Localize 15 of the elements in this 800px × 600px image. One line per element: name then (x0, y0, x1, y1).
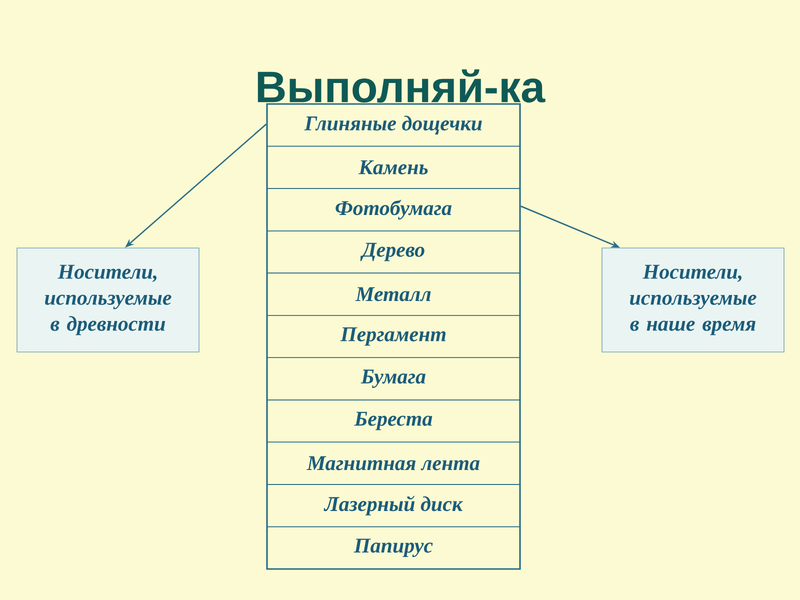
table-row: Береста (266, 399, 520, 443)
table-row: Бумага (266, 357, 520, 400)
table-row: Магнитная лента (266, 442, 520, 485)
table-row: Пергамент (266, 314, 520, 358)
category-box: Носители, используемые в древности (16, 248, 200, 352)
table-row: Камень (266, 146, 520, 189)
table-row: Металл (266, 272, 520, 316)
table-frame (266, 103, 521, 570)
table-row: Лазерный диск (266, 484, 520, 528)
title: Выполняй-ка (258, 69, 546, 103)
table-row: Дерево (266, 230, 520, 274)
table-row: Глиняные дощечки (266, 104, 520, 147)
table-row: Папирус (266, 526, 520, 570)
category-box: Носители, используемые в наше время (602, 248, 784, 352)
table-row: Фотобумага (266, 188, 520, 232)
